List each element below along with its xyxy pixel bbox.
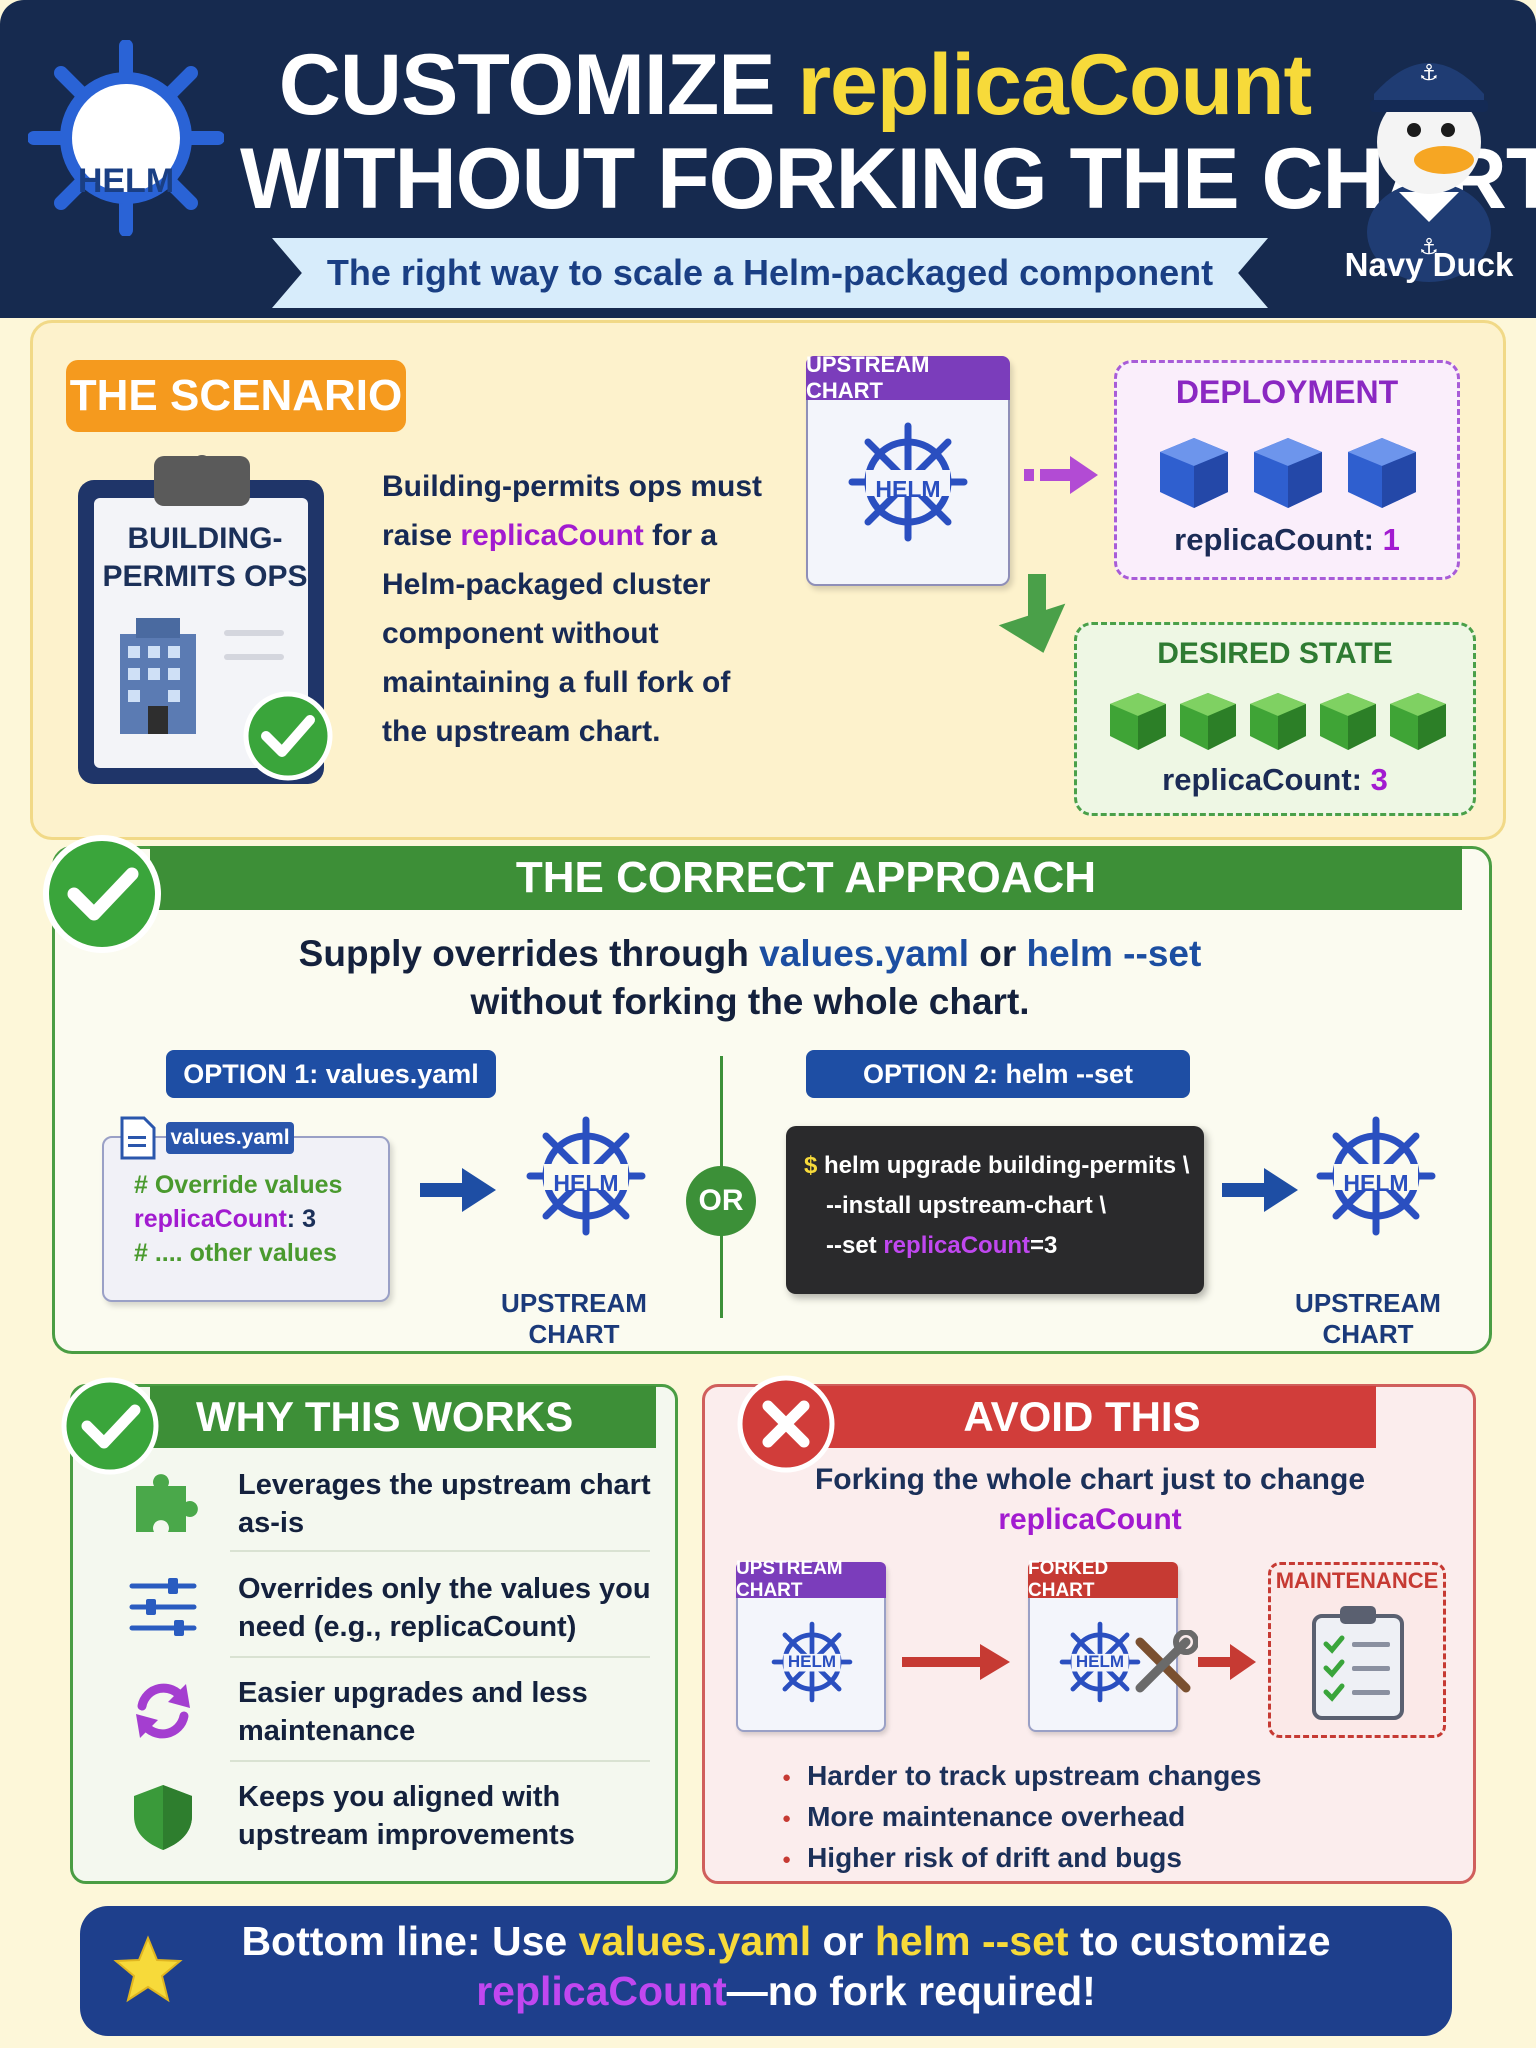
helm-wheel-icon [526,1116,646,1236]
values-yaml-card [102,1136,390,1302]
file-icon [120,1116,156,1160]
avoid-lead-text: Forking the whole chart just to change r… [814,1463,1366,1536]
arrow-right-icon [1222,1168,1298,1212]
values-yaml-file-tag: values.yaml [166,1122,294,1154]
divider [230,1656,650,1658]
terminal-command: $ helm upgrade building-permits \ --inst… [804,1152,1190,1259]
helm-wheel-label: HELM [1343,1170,1409,1196]
upstream-chart-tag: UPSTREAM CHART [736,1558,886,1601]
helm-wheel-icon [1059,1621,1141,1703]
helm-wheel-label: HELM [875,476,941,502]
list-item: More maintenance overhead [782,1797,1261,1838]
divider [230,1760,650,1762]
helm-logo-icon [28,40,224,236]
why-item: Easier upgrades and less maintenance [238,1677,588,1747]
page-title-line-1: CUSTOMIZE replicaCount [278,37,1312,133]
upstream-chart-label: UPSTREAM CHART [1295,1288,1441,1349]
helm-wheel-icon [771,1621,853,1703]
helm-wheel-icon [848,422,968,542]
bottom-line-text: Bottom line: Use values.yaml or helm --s… [241,1918,1331,2014]
x-circle-icon [737,1375,835,1473]
scenario-description: Building-permits ops must raise replicaC… [382,470,763,748]
refresh-icon [136,1683,190,1739]
helm-wheel-icon [1316,1116,1436,1236]
arrow-down-icon [998,574,1066,653]
arrow-right-icon [420,1168,496,1212]
why-item: Leverages the upstream chart as-is [238,1469,651,1539]
option-2-tag: OPTION 2: helm --set [806,1050,1190,1098]
check-circle-icon [43,835,161,953]
checklist-icon [1312,1606,1404,1720]
arrow-right-icon [1198,1644,1256,1680]
page-title-line-2: WITHOUT FORKING THE CHART [240,131,1536,227]
divider [230,1550,650,1552]
helm-logo-text: HELM [77,162,175,200]
helm-wheel-label: HELM [553,1170,619,1196]
desired-replica-count: replicaCount: 3 [1162,762,1388,797]
desired-state-title: DESIRED STATE [1157,637,1393,670]
helm-wheel-label: HELM [1075,1652,1125,1671]
option-1-tag: OPTION 1: values.yaml [166,1050,496,1098]
clipboard-icon [78,455,333,784]
arrow-right-icon [1024,456,1098,494]
avoid-this-header: AVOID THIS [788,1386,1376,1448]
avoid-bullet-list: Harder to track upstream changes More ma… [782,1756,1261,1879]
maintenance-tag: MAINTENANCE [1275,1568,1439,1593]
desired-pods-icon [1110,693,1446,750]
upstream-chart-label: UPSTREAM CHART [501,1288,647,1349]
tools-icon [1135,1630,1198,1693]
deployment-pods-icon [1160,438,1416,508]
helm-wheel-label: HELM [787,1652,837,1671]
upstream-chart-tag: UPSTREAM CHART [806,352,1010,403]
correct-approach-header: THE CORRECT APPROACH [150,846,1462,910]
check-circle-icon [61,1377,159,1475]
navy-duck-mascot-icon: ⚓ ⚓ [1367,61,1491,282]
arrow-right-icon [902,1644,1010,1680]
shield-icon [134,1785,192,1850]
why-item: Keeps you aligned with upstream improvem… [238,1781,575,1851]
forked-chart-tag: FORKED CHART [1028,1558,1178,1601]
svg-text:⚓: ⚓ [1419,235,1439,260]
list-item: Higher risk of drift and bugs [782,1838,1261,1879]
deployment-title: DEPLOYMENT [1175,374,1399,410]
deployment-replica-count: replicaCount: 1 [1174,522,1400,557]
scenario-tag: THE SCENARIO [66,360,406,432]
puzzle-icon [136,1474,198,1532]
why-this-works-header: WHY THIS WORKS [150,1386,656,1448]
list-item: Harder to track upstream changes [782,1756,1261,1797]
why-item: Overrides only the values you need (e.g.… [238,1573,651,1643]
terminal-window [786,1126,1204,1294]
sliders-icon [129,1578,197,1636]
mascot-label: Navy Duck [1344,246,1514,283]
bottom-line-banner [80,1906,1452,2036]
star-icon [113,1935,183,2003]
subtitle: The right way to scale a Helm-packaged c… [326,252,1214,293]
clipboard-label: BUILDING-PERMITS OPS [102,522,308,593]
svg-text:⚓: ⚓ [1419,61,1439,86]
values-yaml-content: # Override values replicaCount: 3 # ....… [134,1171,343,1267]
subtitle-ribbon: The right way to scale a Helm-packaged c… [272,238,1268,308]
approach-lead-text: Supply overrides through values.yaml or … [298,933,1202,1022]
or-badge: OR [686,1166,756,1236]
